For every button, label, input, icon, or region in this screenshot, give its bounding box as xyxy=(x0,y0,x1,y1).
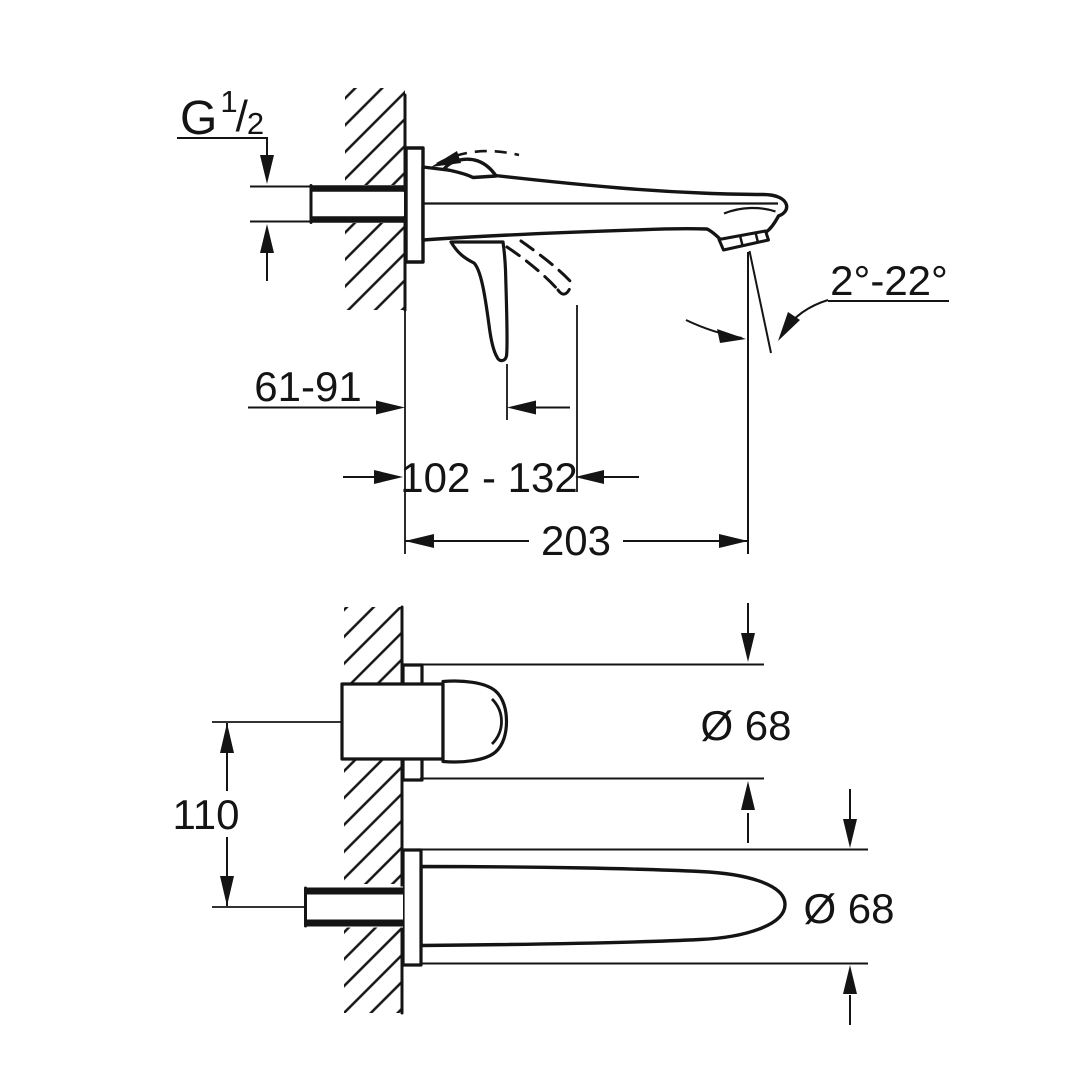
dim-spout-angle-label: 2°-22° xyxy=(830,257,948,304)
dim-thread: G1/2 xyxy=(177,84,274,281)
supply-pipe-plan xyxy=(304,886,403,928)
dim-center-distance: 110 xyxy=(173,721,342,908)
plan-view: 110 Ø 68 Ø 68 xyxy=(173,603,895,1025)
wall-section xyxy=(345,88,407,554)
knob-face-arc xyxy=(490,698,503,745)
handle-swing-arc xyxy=(431,149,520,167)
dim-center-distance-label: 110 xyxy=(173,791,240,838)
thread-label: G1/2 xyxy=(180,84,264,145)
spout-body xyxy=(421,157,789,243)
dim-escutcheon-spout: Ø 68 xyxy=(421,789,895,1025)
dim-handle-min-label: 61-91 xyxy=(254,363,361,410)
spout-plan xyxy=(304,848,787,967)
aerator xyxy=(717,229,770,252)
spout-outline-plan xyxy=(419,864,787,948)
dim-handle-max-label: 102 - 132 xyxy=(400,454,577,501)
wall-section-plan xyxy=(344,605,404,1015)
dim-spout-reach: 203 xyxy=(405,517,748,564)
aerator-dome-line xyxy=(723,206,776,215)
dim-escutcheon-spout-label: Ø 68 xyxy=(803,885,894,932)
dim-handle-max: 102 - 132 xyxy=(343,454,639,501)
handle-lever-dashed xyxy=(505,239,574,296)
dim-spout-reach-label: 203 xyxy=(541,517,611,564)
dim-spout-angle: 2°-22° xyxy=(685,250,949,554)
escutcheon-side xyxy=(404,146,425,264)
dim-escutcheon-handle: Ø 68 xyxy=(420,603,792,843)
side-view: G1/2 61-91 102 - 132 xyxy=(177,84,949,564)
spout-escutcheon xyxy=(401,848,423,967)
outlet-tilted-line xyxy=(748,250,772,354)
dim-handle-min: 61-91 xyxy=(248,363,570,415)
supply-pipe xyxy=(250,184,404,224)
dim-escutcheon-handle-label: Ø 68 xyxy=(700,702,791,749)
handle-lever xyxy=(449,240,509,363)
handle-knob xyxy=(441,679,509,764)
handle-housing xyxy=(340,682,445,761)
handle-plan xyxy=(340,663,509,782)
